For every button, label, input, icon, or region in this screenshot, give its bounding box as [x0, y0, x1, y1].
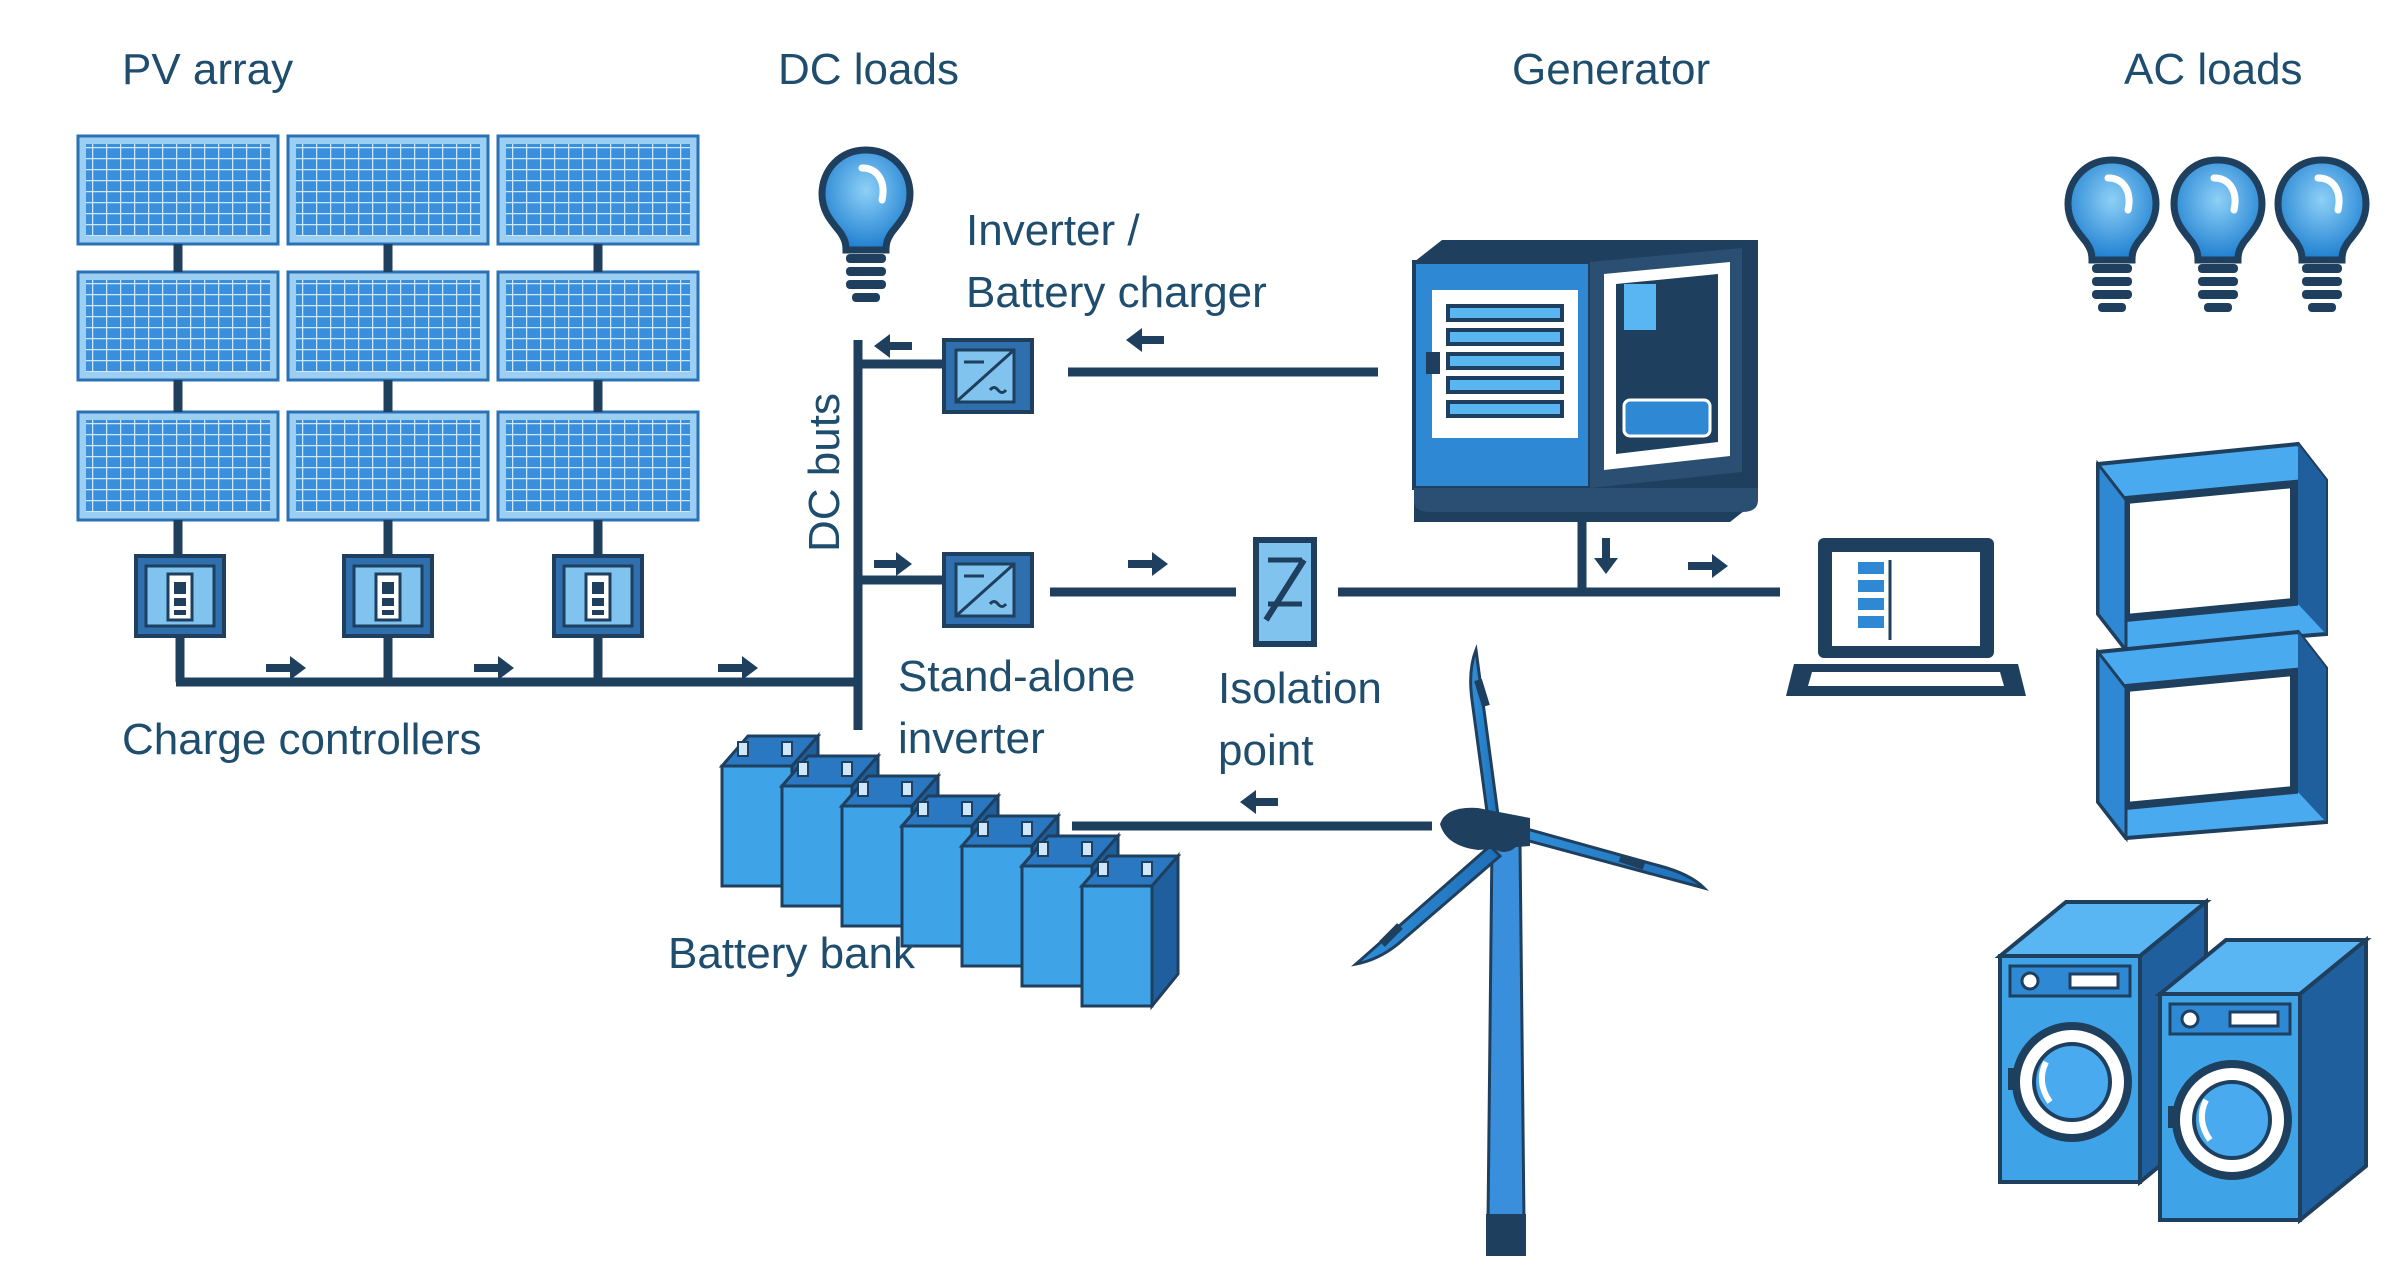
monitor-icon: [2098, 444, 2326, 650]
charge-controllers-label: Charge controllers: [122, 715, 482, 764]
charge-controller-icon: [342, 554, 434, 638]
solar-panel-icon: [496, 134, 700, 246]
solar-panel-icon: [286, 134, 490, 246]
washing-machine-icon: [2160, 940, 2366, 1220]
ac-line: [1050, 520, 1780, 597]
arrow-down-icon: [1594, 538, 1618, 574]
inverter-icon: [942, 338, 1034, 414]
solar-panel-icon: [76, 410, 280, 522]
generator-icon: [1412, 240, 1758, 522]
isolation-switch-icon: [1253, 537, 1317, 647]
light-bulb-icon: [2068, 160, 2156, 312]
dc-bus-label: DC buts: [800, 393, 849, 552]
ac-loads-label: AC loads: [2124, 45, 2303, 94]
inverter-icon: [942, 552, 1034, 628]
inverter-charger-label-line1: Inverter /: [966, 206, 1140, 255]
solar-panel-icon: [76, 134, 280, 246]
charge-controller-icon: [134, 554, 226, 638]
charge-controllers: [134, 554, 644, 638]
solar-panel-icon: [76, 270, 280, 382]
arrow-left-icon: [874, 334, 912, 358]
arrow-right-icon: [266, 656, 758, 680]
pv-connectors: [173, 244, 603, 556]
light-bulb-icon: [2278, 160, 2366, 312]
light-bulb-icon: [2174, 160, 2262, 312]
pv-array: [76, 134, 700, 522]
arrow-right-icon: [874, 552, 912, 576]
arrow-left-icon: [1126, 328, 1164, 352]
laptop-icon: [1786, 538, 2026, 696]
wind-turbine-icon: [1350, 644, 1710, 1256]
dc-loads-label: DC loads: [778, 45, 959, 94]
dc-bus-line: [853, 340, 944, 730]
generator-label: Generator: [1512, 45, 1711, 94]
arrow-left-icon: [1240, 790, 1278, 814]
standalone-inverter-label-line1: Stand-alone: [898, 652, 1136, 701]
battery-icon: [1080, 854, 1180, 1008]
inverter-charger-label-line2: Battery charger: [966, 268, 1267, 317]
solar-panel-icon: [286, 410, 490, 522]
arrow-right-icon: [1128, 552, 1728, 578]
controller-bus-line: [175, 636, 858, 687]
battery-bank-label: Battery bank: [668, 929, 916, 978]
solar-panel-icon: [286, 270, 490, 382]
charge-controller-icon: [552, 554, 644, 638]
isolation-point-label-line1: Isolation: [1218, 664, 1382, 713]
solar-panel-icon: [496, 410, 700, 522]
light-bulb-icon: [822, 150, 910, 302]
solar-panel-icon: [496, 270, 700, 382]
isolation-point-label-line2: point: [1218, 726, 1314, 775]
standalone-inverter-label-line2: inverter: [898, 714, 1045, 763]
monitor-icon: [2098, 632, 2326, 838]
pv-array-label: PV array: [122, 45, 294, 94]
